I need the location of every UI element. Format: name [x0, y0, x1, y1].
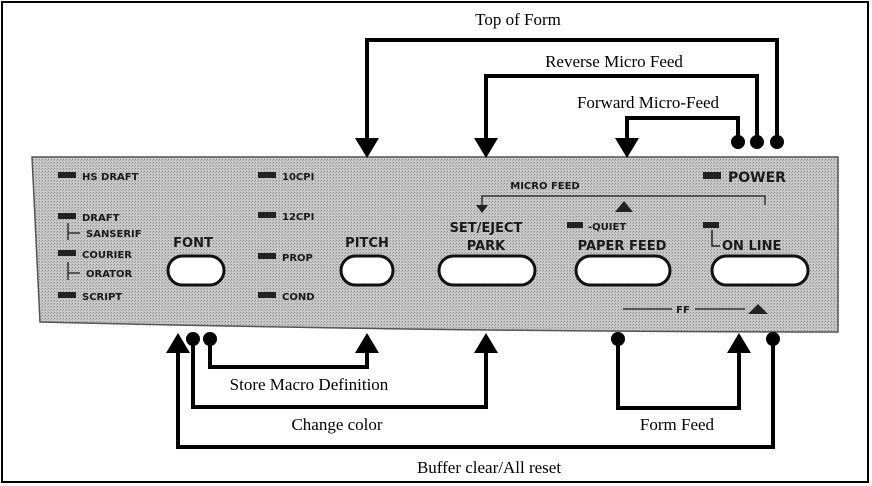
quiet-led: [567, 222, 583, 228]
bracket-line: [67, 223, 80, 240]
pitch-button-label: PITCH: [345, 236, 389, 251]
connector-markers-top: [355, 135, 784, 158]
caption-bg: [276, 412, 400, 436]
micro-feed-indicator: MICRO FEED: [476, 181, 766, 213]
form-feed-connector: [616, 342, 741, 410]
ref-dot: [611, 332, 625, 346]
bracket-line: [67, 262, 80, 280]
ff-indicator: FF: [623, 304, 768, 316]
reverse-micro-feed-connector: [484, 74, 759, 140]
indicator-label-12cpi: 12CPI: [282, 212, 314, 223]
top-of-form-label: Top of Form: [475, 10, 561, 29]
connector-lines-bottom: [176, 342, 775, 449]
forward-micro-feed-label: Forward Micro-Feed: [577, 93, 720, 112]
pitch-indicator-group: 10CPI 12CPI PROP COND: [258, 172, 315, 303]
indicator-label-cond: COND: [282, 292, 315, 303]
on-line-button[interactable]: [710, 254, 810, 287]
on-line-arrowhead-bottom: [727, 333, 751, 353]
form-feed-label: Form Feed: [640, 415, 715, 434]
power-label: POWER: [728, 170, 786, 186]
ref-dot: [203, 332, 217, 346]
indicator-led: [258, 212, 276, 218]
connector-markers-bottom: [166, 332, 780, 353]
on-line-bracket: [711, 230, 720, 247]
font-button-label: FONT: [173, 236, 213, 251]
buffer-clear-all-reset-label: Buffer clear/All reset: [417, 458, 561, 477]
ref-dot: [186, 332, 200, 346]
paper-feed-button-label: PAPER FEED: [578, 239, 667, 254]
ref-dot: [731, 135, 745, 149]
indicator-label-script: SCRIPT: [82, 292, 122, 303]
store-macro-connector: [208, 342, 369, 369]
on-line-led: [703, 222, 719, 228]
reverse-micro-feed-label: Reverse Micro Feed: [545, 52, 683, 71]
caption-bg: [628, 412, 728, 436]
set-eject-park-button[interactable]: [437, 254, 537, 287]
indicator-led: [58, 250, 76, 256]
indicator-label-courier: COURIER: [82, 250, 132, 261]
control-panel: [31, 156, 839, 333]
micro-feed-down-arrow: [476, 205, 488, 213]
power-led: [703, 172, 721, 179]
quiet-label: -QUIET: [588, 222, 626, 233]
ref-dot: [770, 135, 784, 149]
top-of-form-connector: [365, 38, 779, 140]
indicator-label-10cpi: 10CPI: [282, 172, 314, 183]
paper-feed-arrowhead: [615, 138, 639, 158]
indicator-label-prop: PROP: [282, 253, 313, 264]
indicator-label-draft: DRAFT: [82, 213, 120, 224]
indicator-led: [58, 213, 76, 219]
indicator-led: [258, 253, 276, 259]
font-button[interactable]: [166, 254, 226, 287]
park-button-label: PARK: [467, 239, 506, 254]
set-eject-button-label: SET/EJECT: [450, 221, 523, 236]
indicator-label-orator: ORATOR: [86, 269, 132, 280]
indicator-led: [58, 292, 76, 298]
font-arrowhead: [166, 333, 190, 353]
font-indicator-group: HS DRAFT DRAFT SANSERIF COURIER ORATOR S…: [58, 172, 142, 303]
caption-bg: [206, 373, 416, 397]
micro-feed-bracket: [481, 195, 766, 205]
micro-feed-label: MICRO FEED: [510, 181, 580, 192]
paper-feed-button[interactable]: [574, 254, 672, 287]
indicator-label-sanserif: SANSERIF: [86, 229, 142, 240]
micro-feed-up-arrow: [615, 201, 633, 212]
change-color-connector: [191, 342, 488, 409]
forward-micro-feed-connector: [625, 116, 740, 140]
connector-lines-top: [365, 38, 779, 140]
ref-dot: [766, 332, 780, 346]
pitch-button[interactable]: [339, 254, 395, 287]
pitch-arrowhead: [355, 138, 379, 158]
buffer-clear-connector: [176, 342, 775, 449]
change-color-label: Change color: [291, 415, 382, 434]
indicator-label-hs-draft: HS DRAFT: [82, 172, 139, 183]
set-eject-arrowhead: [474, 138, 498, 158]
ff-label: FF: [676, 305, 690, 316]
pitch-arrowhead-bottom: [355, 333, 379, 353]
ref-dot: [750, 135, 764, 149]
indicator-led: [258, 292, 276, 298]
on-line-button-label: ON LINE: [722, 239, 781, 254]
store-macro-definition-label: Store Macro Definition: [230, 375, 389, 394]
ff-up-arrow: [748, 304, 768, 314]
set-eject-arrowhead-bottom: [474, 333, 498, 353]
indicator-led: [58, 172, 76, 178]
indicator-led: [258, 172, 276, 178]
